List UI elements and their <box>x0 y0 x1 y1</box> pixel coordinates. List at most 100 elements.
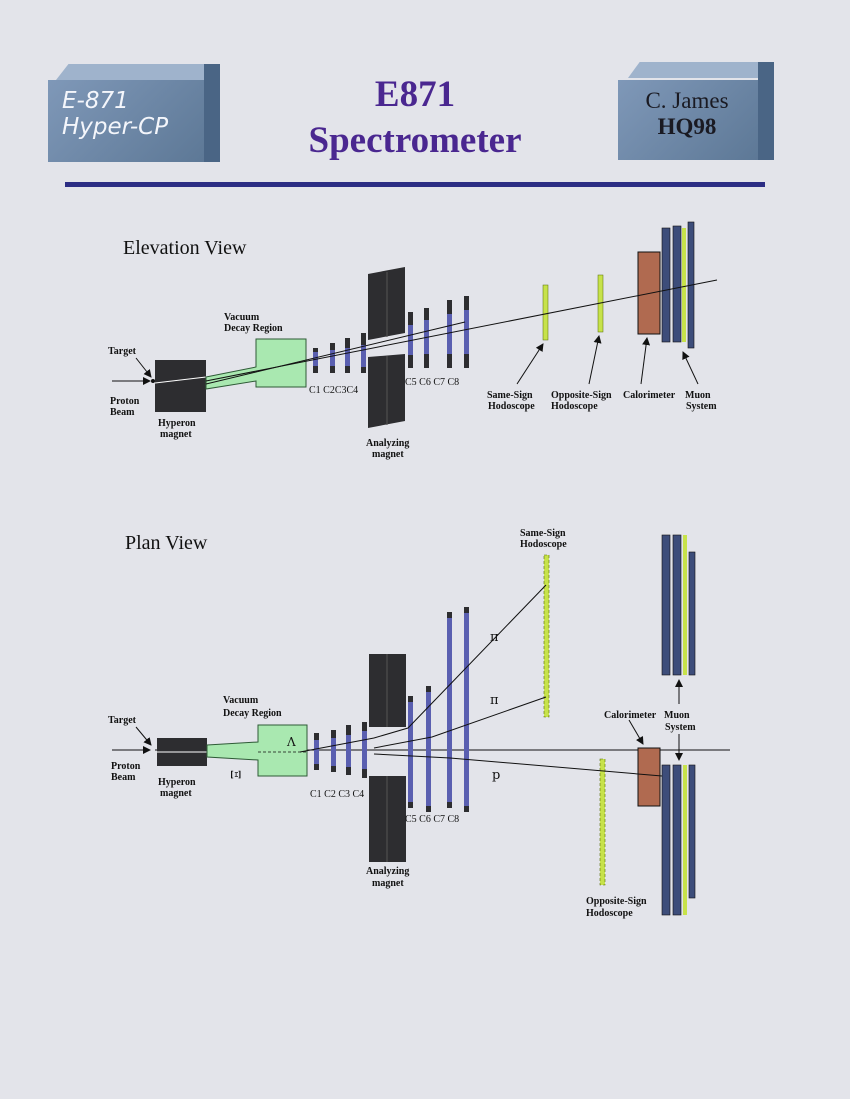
label-hyperon-plan: Hyperon <box>158 777 196 788</box>
muon-plane-3-plan-upper <box>688 551 696 676</box>
experiment-name: Hyper-CP <box>62 114 169 140</box>
label-hyperon-elev: Hyperon <box>158 418 196 429</box>
label-pi-lower-plan: π <box>490 693 499 708</box>
label-analyzing-magnet-elev: magnet <box>372 449 404 460</box>
label-beam-elev: Beam <box>110 407 135 418</box>
label-analyzing-plan: Analyzing <box>366 866 409 877</box>
label-opposite-sign-plan: Opposite-Sign <box>586 896 647 907</box>
label-chambers-c5-c8-elev: C5 C6 C7 C8 <box>405 377 459 388</box>
label-vacuum-elev: Vacuum <box>224 312 260 323</box>
chamber-c8-active <box>464 310 469 354</box>
label-proton-elev: Proton <box>110 396 140 407</box>
label-muon-plan: Muon <box>664 710 690 721</box>
chamber-c5-plan-active <box>408 702 413 802</box>
label-chambers-c1-c4-elev: C1 C2C3C4 <box>309 385 358 396</box>
label-analyzing-elev: Analyzing <box>366 438 409 449</box>
label-xi-plan: Ξ <box>227 770 242 779</box>
author-box-top-face <box>628 62 774 78</box>
label-muon-system-plan: System <box>665 722 696 733</box>
label-analyzing-magnet-plan: magnet <box>372 878 404 889</box>
chamber-c7-active <box>447 314 452 354</box>
label-same-sign-plan: Same-Sign <box>520 528 566 539</box>
label-target-plan: Target <box>108 715 137 726</box>
hyperon-channel <box>154 376 207 384</box>
label-same-sign-elev: Same-Sign <box>487 390 533 401</box>
hyperon-magnet <box>155 360 206 412</box>
label-proton-plan: Proton <box>111 761 141 772</box>
same-sign-hodoscope-plan <box>543 554 550 718</box>
track-proton-plan <box>373 753 663 777</box>
label-same-sign-hodoscope-elev: Hodoscope <box>488 401 535 412</box>
label-muon-system-elev: System <box>686 401 717 412</box>
label-muon-elev: Muon <box>685 390 711 401</box>
vacuum-decay-region-plan <box>206 724 308 777</box>
chamber-c1-plan-active <box>314 740 319 764</box>
label-hyperon-magnet-elev: magnet <box>160 429 192 440</box>
opposite-sign-pointer-elev <box>588 335 602 385</box>
page-title: E871 Spectrometer <box>250 72 580 164</box>
author-label-box <box>618 80 758 160</box>
muon-hodoscope-elev <box>682 228 686 342</box>
label-hyperon-magnet-plan: magnet <box>160 788 192 799</box>
muon-plane-1-plan-lower <box>661 764 671 916</box>
muon-plane-1-plan-upper <box>661 534 671 676</box>
chamber-c7-plan-active <box>447 618 452 802</box>
experiment-label: E-871 Hyper-CP <box>62 88 202 140</box>
label-target-elev: Target <box>108 346 137 357</box>
label-decay-region-plan: Decay Region <box>223 708 282 719</box>
label-vacuum-plan: Vacuum <box>223 695 259 706</box>
elevation-heading: Elevation View <box>123 237 247 259</box>
muon-hodoscope-plan-lower <box>683 765 687 915</box>
label-opposite-sign-elev: Opposite-Sign <box>551 390 612 401</box>
title-line-2: Spectrometer <box>308 120 522 161</box>
target-marker <box>151 379 155 383</box>
calorimeter-plan <box>637 747 661 807</box>
same-sign-hodoscope-elev <box>542 284 549 341</box>
plan-view: Plan View <box>108 528 730 919</box>
label-chambers-c1-c4-plan: C1 C2 C3 C4 <box>310 789 364 800</box>
muon-hodoscope-plan-upper <box>683 535 687 675</box>
muon-plane-3-plan-lower <box>688 764 696 899</box>
calorimeter-pointer-elev <box>640 337 651 385</box>
muon-plane-2-elev <box>672 225 682 343</box>
author-box-side-face <box>758 62 774 160</box>
target-pointer-plan <box>135 726 152 746</box>
plan-heading: Plan View <box>125 532 208 554</box>
author-name: C. James <box>645 88 729 113</box>
track-upper-elev <box>205 279 718 382</box>
muon-plane-2-plan-upper <box>672 534 682 676</box>
label-pi-upper-plan: π <box>490 630 499 645</box>
calorimeter-pointer-plan <box>628 719 644 745</box>
chamber-c4-active <box>361 345 366 367</box>
opposite-sign-hodoscope-plan <box>599 758 606 886</box>
same-sign-pointer-elev <box>516 343 544 385</box>
chamber-c2-plan-active <box>331 738 336 766</box>
chamber-c8-plan-active <box>464 613 469 806</box>
track-pi-lower-plan <box>373 696 547 749</box>
title-line-1: E871 <box>374 74 456 115</box>
track-pi-upper-plan <box>373 584 547 739</box>
muon-plane-2-plan-lower <box>672 764 682 916</box>
label-decay-region-elev: Decay Region <box>224 323 283 334</box>
label-opposite-sign-hodoscope-elev: Hodoscope <box>551 401 598 412</box>
label-beam-plan: Beam <box>111 772 136 783</box>
experiment-box-top-face <box>56 64 212 80</box>
chamber-c5-active <box>408 325 413 355</box>
muon-pointer-elev <box>682 351 699 385</box>
label-lambda-plan: Λ <box>286 735 296 749</box>
experiment-number: E-871 <box>62 88 129 114</box>
label-chambers-c5-c8-plan: C5 C6 C7 C8 <box>405 814 459 825</box>
author-label: C. James HQ98 <box>620 88 754 140</box>
experiment-label-box <box>48 80 204 162</box>
header-divider <box>65 182 765 187</box>
target-pointer <box>135 357 152 378</box>
track-lower-elev <box>205 321 466 385</box>
chamber-c3-active <box>345 348 350 366</box>
label-p-plan: p <box>492 768 500 783</box>
chamber-c4-plan-active <box>362 731 367 769</box>
label-opposite-sign-hodoscope-plan: Hodoscope <box>586 908 633 919</box>
conference-name: HQ98 <box>657 114 717 139</box>
track-lambda-plan <box>299 737 375 753</box>
chamber-c6-plan-active <box>426 692 431 806</box>
